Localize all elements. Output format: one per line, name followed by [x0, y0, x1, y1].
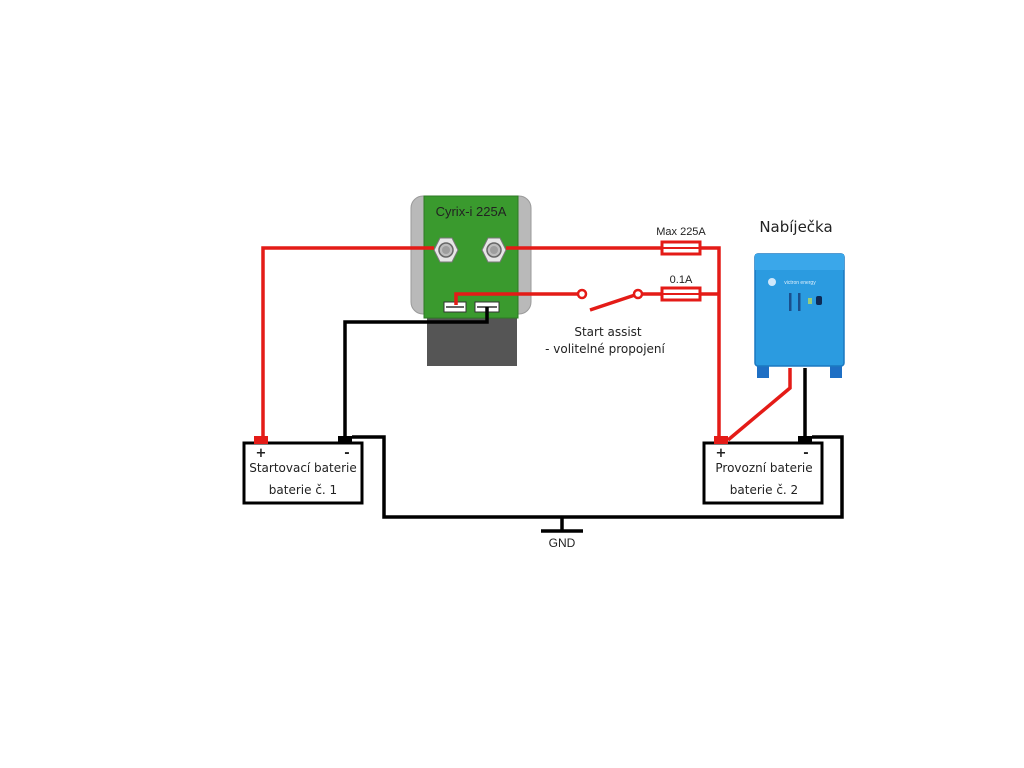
battery-2-minus-sign: - [803, 446, 808, 461]
charger-switch [816, 296, 822, 305]
charger-label: Nabíječka [759, 218, 832, 236]
switch-contact-left [576, 288, 588, 300]
battery-1-number: baterie č. 1 [269, 483, 337, 497]
switch-blade [589, 293, 636, 312]
positive-wires [261, 246, 792, 442]
battery-2-negative-terminal [798, 436, 812, 444]
wire-main-fuse-to-battery2 [700, 246, 721, 440]
wire-battery1-negative-to-gnd [352, 435, 844, 519]
negative-wires [343, 307, 844, 519]
battery-2-positive-terminal [714, 436, 728, 444]
cyrix-base [427, 318, 517, 366]
battery-1-box [242, 441, 364, 505]
switch-contact-right [632, 288, 644, 300]
battery-1-positive-terminal [254, 436, 268, 444]
charger: victron energy [754, 253, 845, 378]
fuse-main [660, 240, 702, 256]
cyrix-terminal-left [433, 237, 459, 263]
cyrix-terminal-right [481, 237, 507, 263]
battery-1-minus-sign: - [344, 446, 349, 461]
fuse-small-label: 0.1A [670, 274, 693, 286]
switch-label-line1: Start assist [574, 325, 642, 339]
wire-cyrix-ground [343, 307, 489, 440]
victron-logo-icon [768, 278, 776, 286]
battery-2-number: baterie č. 2 [730, 483, 798, 497]
battery-1-name: Startovací baterie [249, 461, 357, 475]
battery-2: + - Provozní baterie baterie č. 2 [702, 436, 824, 505]
battery-2-plus-sign: + [716, 446, 727, 461]
battery-1-negative-terminal [338, 436, 352, 444]
cyrix-label: Cyrix-i 225A [436, 204, 507, 219]
battery-2-box [702, 441, 824, 505]
charger-led-bar-1 [789, 293, 792, 311]
ground-label: GND [549, 536, 576, 550]
battery-1-plus-sign: + [256, 446, 267, 461]
wire-start-assist [454, 292, 578, 305]
battery-2-name: Provozní baterie [715, 461, 812, 475]
charger-brand: victron energy [784, 280, 816, 286]
wire-battery1-positive [261, 246, 434, 440]
switch-label-line2: - volitelné propojení [545, 342, 665, 356]
fuse-small [660, 286, 702, 302]
cyrix-device: Cyrix-i 225A [410, 195, 532, 366]
battery-1: + - Startovací baterie baterie č. 1 [242, 436, 364, 505]
charger-indicator [808, 298, 812, 304]
wire-charger-positive [726, 368, 792, 442]
charger-top [755, 254, 844, 270]
charger-led-bar-2 [798, 293, 801, 311]
ground-symbol [541, 517, 583, 533]
fuse-main-label: Max 225A [656, 226, 706, 238]
